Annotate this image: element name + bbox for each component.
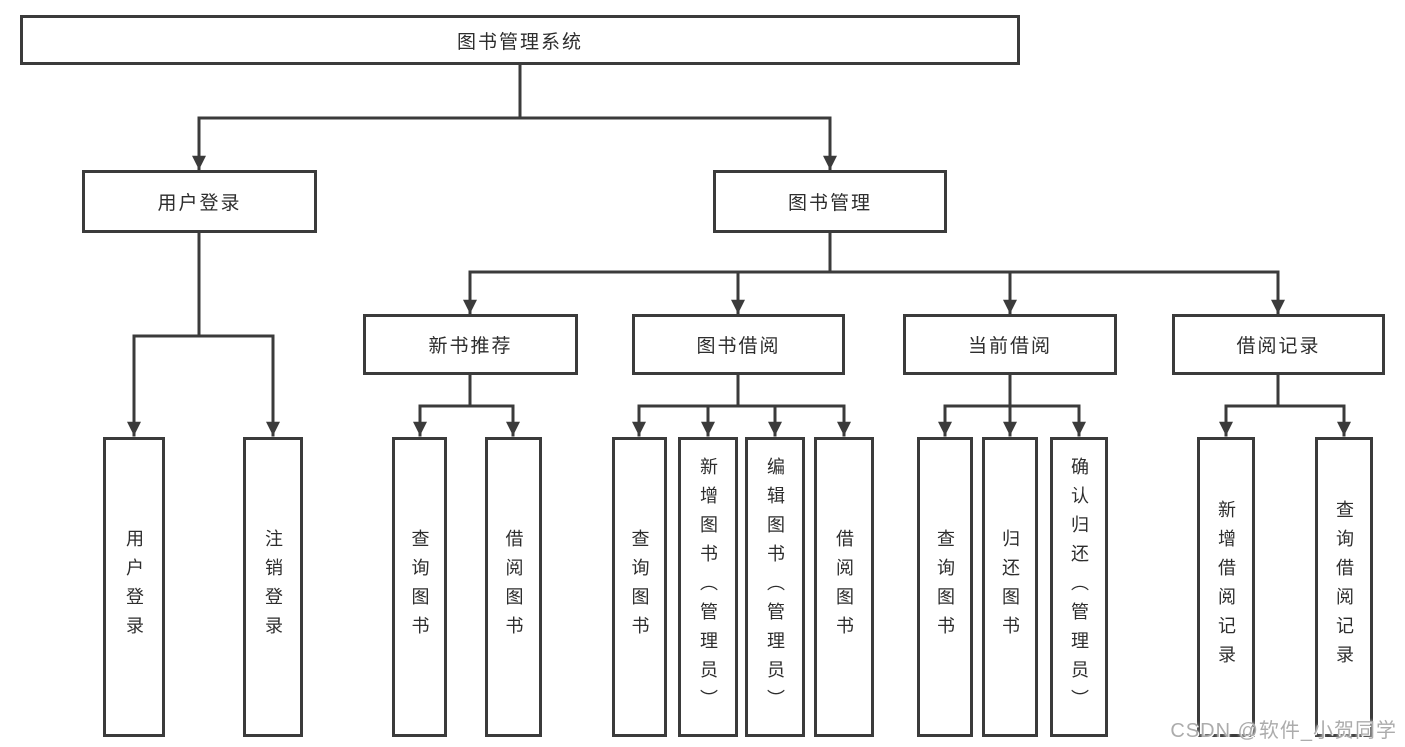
- node-label: 借阅记录: [1236, 336, 1321, 357]
- leaf-logout-login: 注销登录: [243, 437, 303, 737]
- leaf-br-query-borrow-record: 查询借阅记录: [1315, 437, 1373, 737]
- csdn-watermark: CSDN @软件_小贺同学: [1170, 720, 1397, 742]
- node-label: 图书管理系统: [456, 31, 583, 53]
- node-label: 图书借阅: [696, 336, 781, 357]
- node-label: 图书管理: [787, 193, 872, 214]
- leaf-bb-borrow-books: 借阅图书: [814, 437, 874, 737]
- leaf-bb-add-books-admin: 新增图书（管理员）: [678, 437, 738, 737]
- node-book-management: 图书管理: [713, 170, 947, 233]
- node-new-book-recommendation: 新书推荐: [363, 314, 578, 375]
- node-label: 注销登录: [263, 529, 283, 645]
- leaf-cb-query-books: 查询图书: [917, 437, 973, 737]
- node-label: 查询图书: [409, 529, 430, 645]
- connector-book-management-children: [463, 231, 1285, 315]
- node-label: 归还图书: [1000, 529, 1020, 645]
- node-label: 用户登录: [124, 529, 144, 645]
- node-label: 借阅图书: [503, 529, 524, 645]
- node-library-management-system: 图书管理系统: [20, 15, 1020, 65]
- node-current-borrowing: 当前借阅: [903, 314, 1117, 375]
- leaf-cb-confirm-return-admin: 确认归还（管理员）: [1050, 437, 1108, 737]
- node-user-login: 用户登录: [82, 170, 317, 233]
- node-label: 用户登录: [157, 193, 242, 214]
- leaf-user-login: 用户登录: [103, 437, 165, 737]
- connector-root-to-level2: [192, 63, 837, 171]
- node-label: 确认归还（管理员）: [1069, 456, 1089, 718]
- leaf-cb-return-books: 归还图书: [982, 437, 1038, 737]
- connector-user-login-children: [127, 231, 280, 437]
- node-label: 新增借阅记录: [1216, 500, 1236, 674]
- node-label: 查询借阅记录: [1334, 500, 1354, 674]
- leaf-rec-query-books: 查询图书: [392, 437, 447, 737]
- node-label: 借阅图书: [834, 529, 854, 645]
- leaf-rec-borrow-books: 借阅图书: [485, 437, 542, 737]
- node-label: 新增图书（管理员）: [698, 456, 718, 718]
- leaf-bb-query-books: 查询图书: [612, 437, 667, 737]
- node-borrowing-records: 借阅记录: [1172, 314, 1385, 375]
- node-label: 查询图书: [935, 529, 955, 645]
- node-label: 编辑图书（管理员）: [765, 456, 785, 718]
- node-book-borrowing: 图书借阅: [632, 314, 845, 375]
- node-label: 新书推荐: [428, 336, 513, 357]
- connector-new-book-recommendation-children: [413, 373, 520, 437]
- connector-book-borrowing-children: [632, 373, 851, 437]
- node-label: 查询图书: [629, 529, 650, 645]
- leaf-bb-edit-books-admin: 编辑图书（管理员）: [745, 437, 805, 737]
- node-label: 当前借阅: [967, 336, 1052, 357]
- leaf-br-add-borrow-record: 新增借阅记录: [1197, 437, 1255, 737]
- connector-borrowing-records-children: [1219, 373, 1351, 437]
- connector-current-borrowing-children: [938, 373, 1086, 437]
